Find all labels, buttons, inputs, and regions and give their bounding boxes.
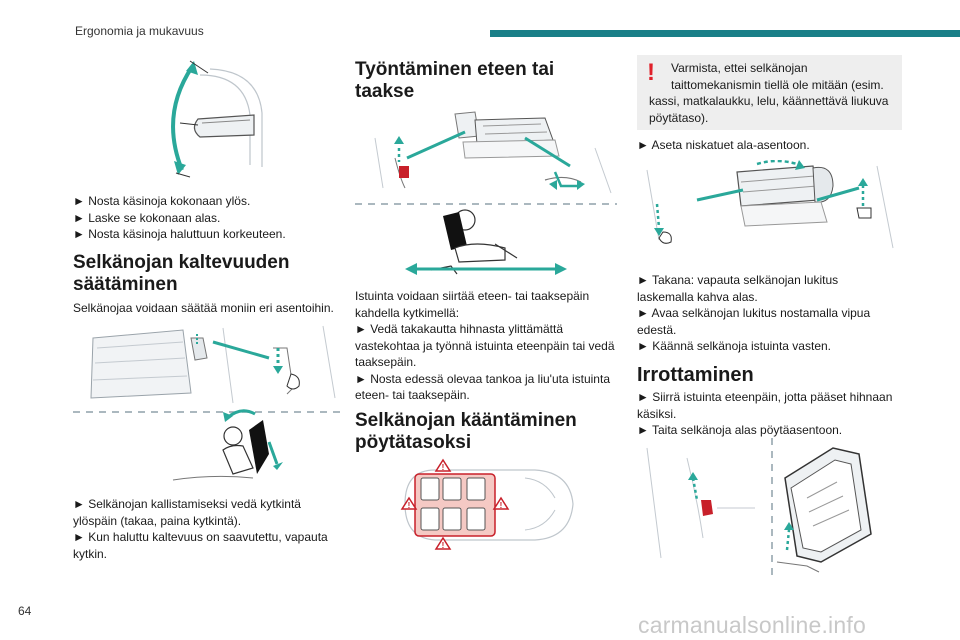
- slide-heading: Työntäminen eteen tai taakse: [355, 59, 554, 103]
- heading-line: Selkänojan kääntäminen: [355, 410, 577, 431]
- heading-line: Irrottaminen: [637, 364, 754, 386]
- fold-steps: ► Takana: vapauta selkänojan lukitus las…: [637, 272, 870, 355]
- step-line: käsiksi.: [637, 406, 677, 421]
- armrest-steps: ► Nosta käsinoja kokonaan ylös. ► Laske …: [73, 193, 286, 243]
- step-line: ► Siirrä istuinta eteenpäin, jotta pääse…: [637, 390, 893, 404]
- text-line: ► Vedä takakautta hihnasta ylittämättä: [355, 322, 564, 336]
- intro-line: Selkänojaa voidaan säätää moniin eri ase…: [73, 301, 334, 315]
- text-line: vastekohtaa ja työnnä istuinta eteenpäin…: [355, 338, 615, 353]
- heading-line: säätäminen: [73, 274, 178, 295]
- fold-illustration: [637, 160, 902, 260]
- removal-illustration: [637, 438, 902, 578]
- text-line: kahdella kytkimellä:: [355, 305, 460, 320]
- step-line: ► Taita selkänoja alas pöytäasentoon.: [637, 423, 843, 437]
- slide-text: Istuinta voidaan siirtää eteen- tai taak…: [355, 288, 615, 404]
- step-line: edestä.: [637, 322, 677, 337]
- seat-layout-illustration: ! ! ! !: [395, 458, 575, 553]
- recline-steps: ► Selkänojan kallistamiseksi vedä kytkin…: [73, 496, 328, 562]
- recline-heading: Selkänojan kaltevuuden säätäminen: [73, 252, 289, 296]
- slide-illustration: [355, 108, 617, 280]
- remove-heading: Irrottaminen: [637, 364, 754, 386]
- heading-line: taakse: [355, 81, 415, 102]
- armrest-illustration: [150, 55, 290, 180]
- warning-triangle-label: !: [500, 501, 503, 510]
- step-line: ► Käännä selkänoja istuinta vasten.: [637, 339, 831, 353]
- heading-line: pöytätasoksi: [355, 432, 472, 453]
- step-line: ► Nosta käsinoja haluttuun korkeuteen.: [73, 227, 286, 241]
- step-line: ylöspäin (takaa, paina kytkintä).: [73, 513, 242, 528]
- warning-triangle-label: !: [442, 463, 445, 472]
- warning-line: Varmista, ettei selkänojan: [671, 61, 808, 75]
- watermark: carmanualsonline.info: [638, 612, 866, 638]
- header-accent-bar: [490, 30, 960, 37]
- step-line: ► Aseta niskatuet ala-asentoon.: [637, 138, 810, 152]
- warning-line: pöytätaso).: [649, 110, 709, 125]
- warning-triangle-label: !: [408, 501, 411, 510]
- step-line: ► Kun haluttu kaltevuus on saavutettu, v…: [73, 530, 328, 544]
- text-line: taaksepäin.: [355, 355, 417, 369]
- step-line: ► Laske se kokonaan alas.: [73, 210, 221, 225]
- text-line: Istuinta voidaan siirtää eteen- tai taak…: [355, 289, 590, 303]
- warning-triangle-label: !: [442, 541, 445, 550]
- table-heading: Selkänojan kääntäminen pöytätasoksi: [355, 410, 577, 454]
- recline-illustration: [73, 318, 343, 488]
- warning-text: Varmista, ettei selkänojan taittomekanis…: [649, 60, 899, 126]
- remove-steps: ► Siirrä istuinta eteenpäin, jotta pääse…: [637, 389, 892, 439]
- step-line: ► Takana: vapauta selkänojan lukitus: [637, 273, 839, 287]
- warning-box: ! Varmista, ettei selkänojan taittomekan…: [637, 55, 902, 130]
- warning-line: kassi, matkalaukku, lelu, käännettävä li…: [649, 94, 889, 108]
- heading-line: Työntäminen eteen tai: [355, 59, 555, 80]
- step-line: laskemalla kahva alas.: [637, 289, 758, 304]
- recline-intro: Selkänojaa voidaan säätää moniin eri ase…: [73, 300, 334, 317]
- page-number: 64: [18, 604, 32, 618]
- step-line: ► Avaa selkänojan lukitus nostamalla vip…: [637, 306, 871, 320]
- warning-icon: !: [647, 59, 655, 86]
- warning-line: taittomekanismin tiellä ole mitään (esim…: [671, 77, 884, 92]
- section-title: Ergonomia ja mukavuus: [75, 24, 204, 38]
- heading-line: Selkänojan kaltevuuden: [73, 252, 290, 273]
- text-line: eteen- tai taaksepäin.: [355, 388, 470, 402]
- step-line: ► Selkänojan kallistamiseksi vedä kytkin…: [73, 497, 301, 511]
- text-line: ► Nosta edessä olevaa tankoa ja liu'uta …: [355, 371, 610, 386]
- step-line: kytkin.: [73, 546, 108, 561]
- step-line: ► Nosta käsinoja kokonaan ylös.: [73, 194, 251, 208]
- headrest-step: ► Aseta niskatuet ala-asentoon.: [637, 137, 810, 154]
